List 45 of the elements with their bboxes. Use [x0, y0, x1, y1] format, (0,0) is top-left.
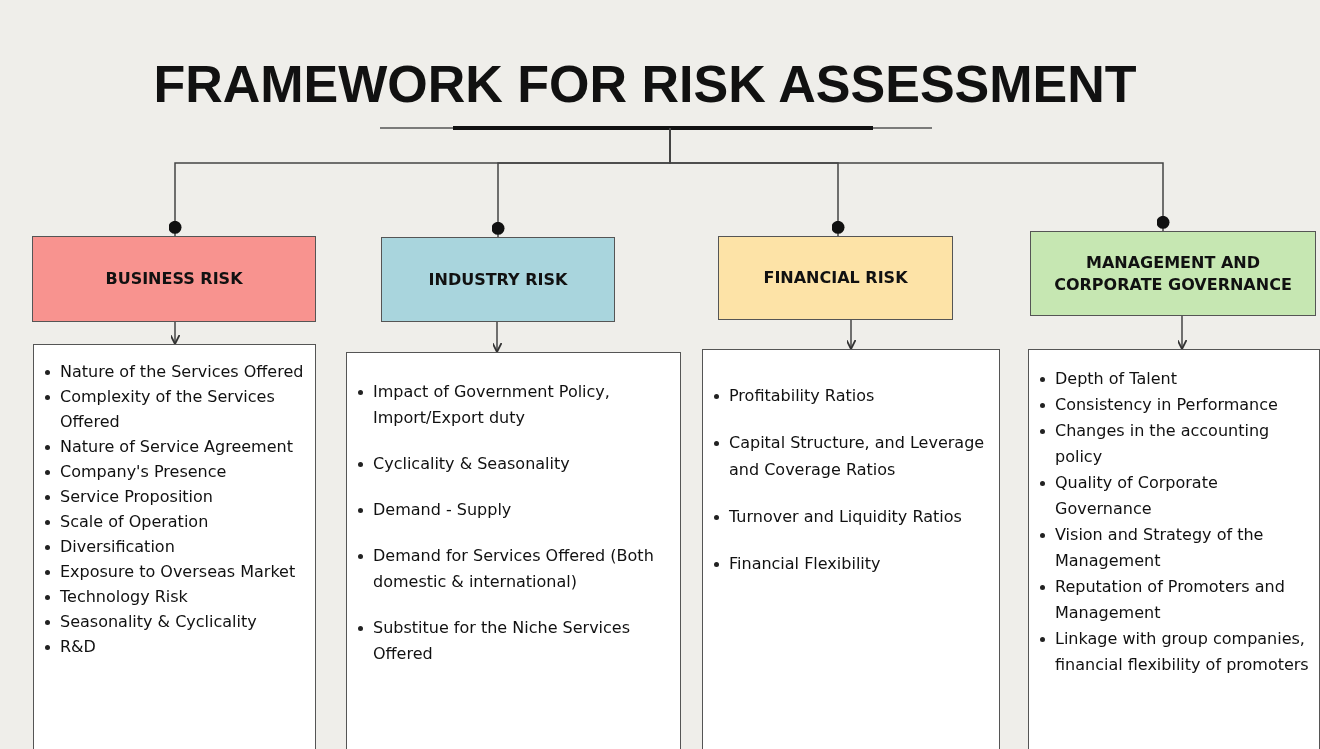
list-item: R&D — [60, 634, 309, 659]
category-label: BUSINESS RISK — [105, 268, 243, 290]
arrow — [845, 319, 857, 350]
category-box — [32, 236, 316, 322]
category-label: MANAGEMENT AND CORPORATE GOVERNANCE — [1053, 251, 1293, 296]
list-item: Vision and Strategy of the Management — [1055, 522, 1313, 574]
list-item: Technology Risk — [60, 584, 309, 609]
list-item: Scale of Operation — [60, 509, 309, 534]
list-item: Linkage with group companies, financial flexibility of promoters — [1055, 626, 1313, 678]
list-item: Substitue for the Niche Services Offered — [373, 615, 674, 667]
factor-list-box — [702, 349, 1000, 749]
arrow — [1176, 315, 1188, 350]
list-item: Quality of Corporate Governance — [1055, 470, 1313, 522]
list-item: Capital Structure, and Leverage and Coverage Ratios — [729, 429, 993, 483]
factor-list-box — [346, 352, 681, 749]
list-item: Cyclicality & Seasonality — [373, 451, 674, 477]
list-item: Seasonality & Cyclicality — [60, 609, 309, 634]
list-item: Service Proposition — [60, 484, 309, 509]
list-item: Profitability Ratios — [729, 382, 993, 409]
arrow — [169, 321, 181, 345]
list-item: Diversification — [60, 534, 309, 559]
list-item: Demand - Supply — [373, 497, 674, 523]
list-item: Company's Presence — [60, 459, 309, 484]
list-item: Nature of the Services Offered — [60, 359, 309, 384]
list-item: Impact of Government Policy, Import/Export duty — [373, 379, 674, 431]
category-box — [718, 236, 953, 320]
connector-line — [669, 127, 1170, 232]
factor-list-box — [33, 344, 316, 749]
list-item: Demand for Services Offered (Both domestic & international) — [373, 543, 674, 595]
list-item: Financial Flexibility — [729, 550, 993, 577]
list-item: Reputation of Promoters and Management — [1055, 574, 1313, 626]
list-item: Exposure to Overseas Market — [60, 559, 309, 584]
factor-list-box — [1028, 349, 1320, 749]
category-label: INDUSTRY RISK — [428, 268, 568, 291]
diagram-title: FRAMEWORK FOR RISK ASSESSMENT — [80, 40, 1210, 128]
list-item: Changes in the accounting policy — [1055, 418, 1313, 470]
list-item: Nature of Service Agreement — [60, 434, 309, 459]
category-box — [1030, 231, 1316, 316]
list-item: Turnover and Liquidity Ratios — [729, 503, 993, 530]
list-item: Depth of Talent — [1055, 366, 1313, 392]
list-item: Complexity of the Services Offered — [60, 384, 309, 434]
list-item: Consistency in Performance — [1055, 392, 1313, 418]
category-box — [381, 237, 615, 322]
arrow — [491, 321, 503, 353]
category-label: FINANCIAL RISK — [763, 267, 908, 289]
